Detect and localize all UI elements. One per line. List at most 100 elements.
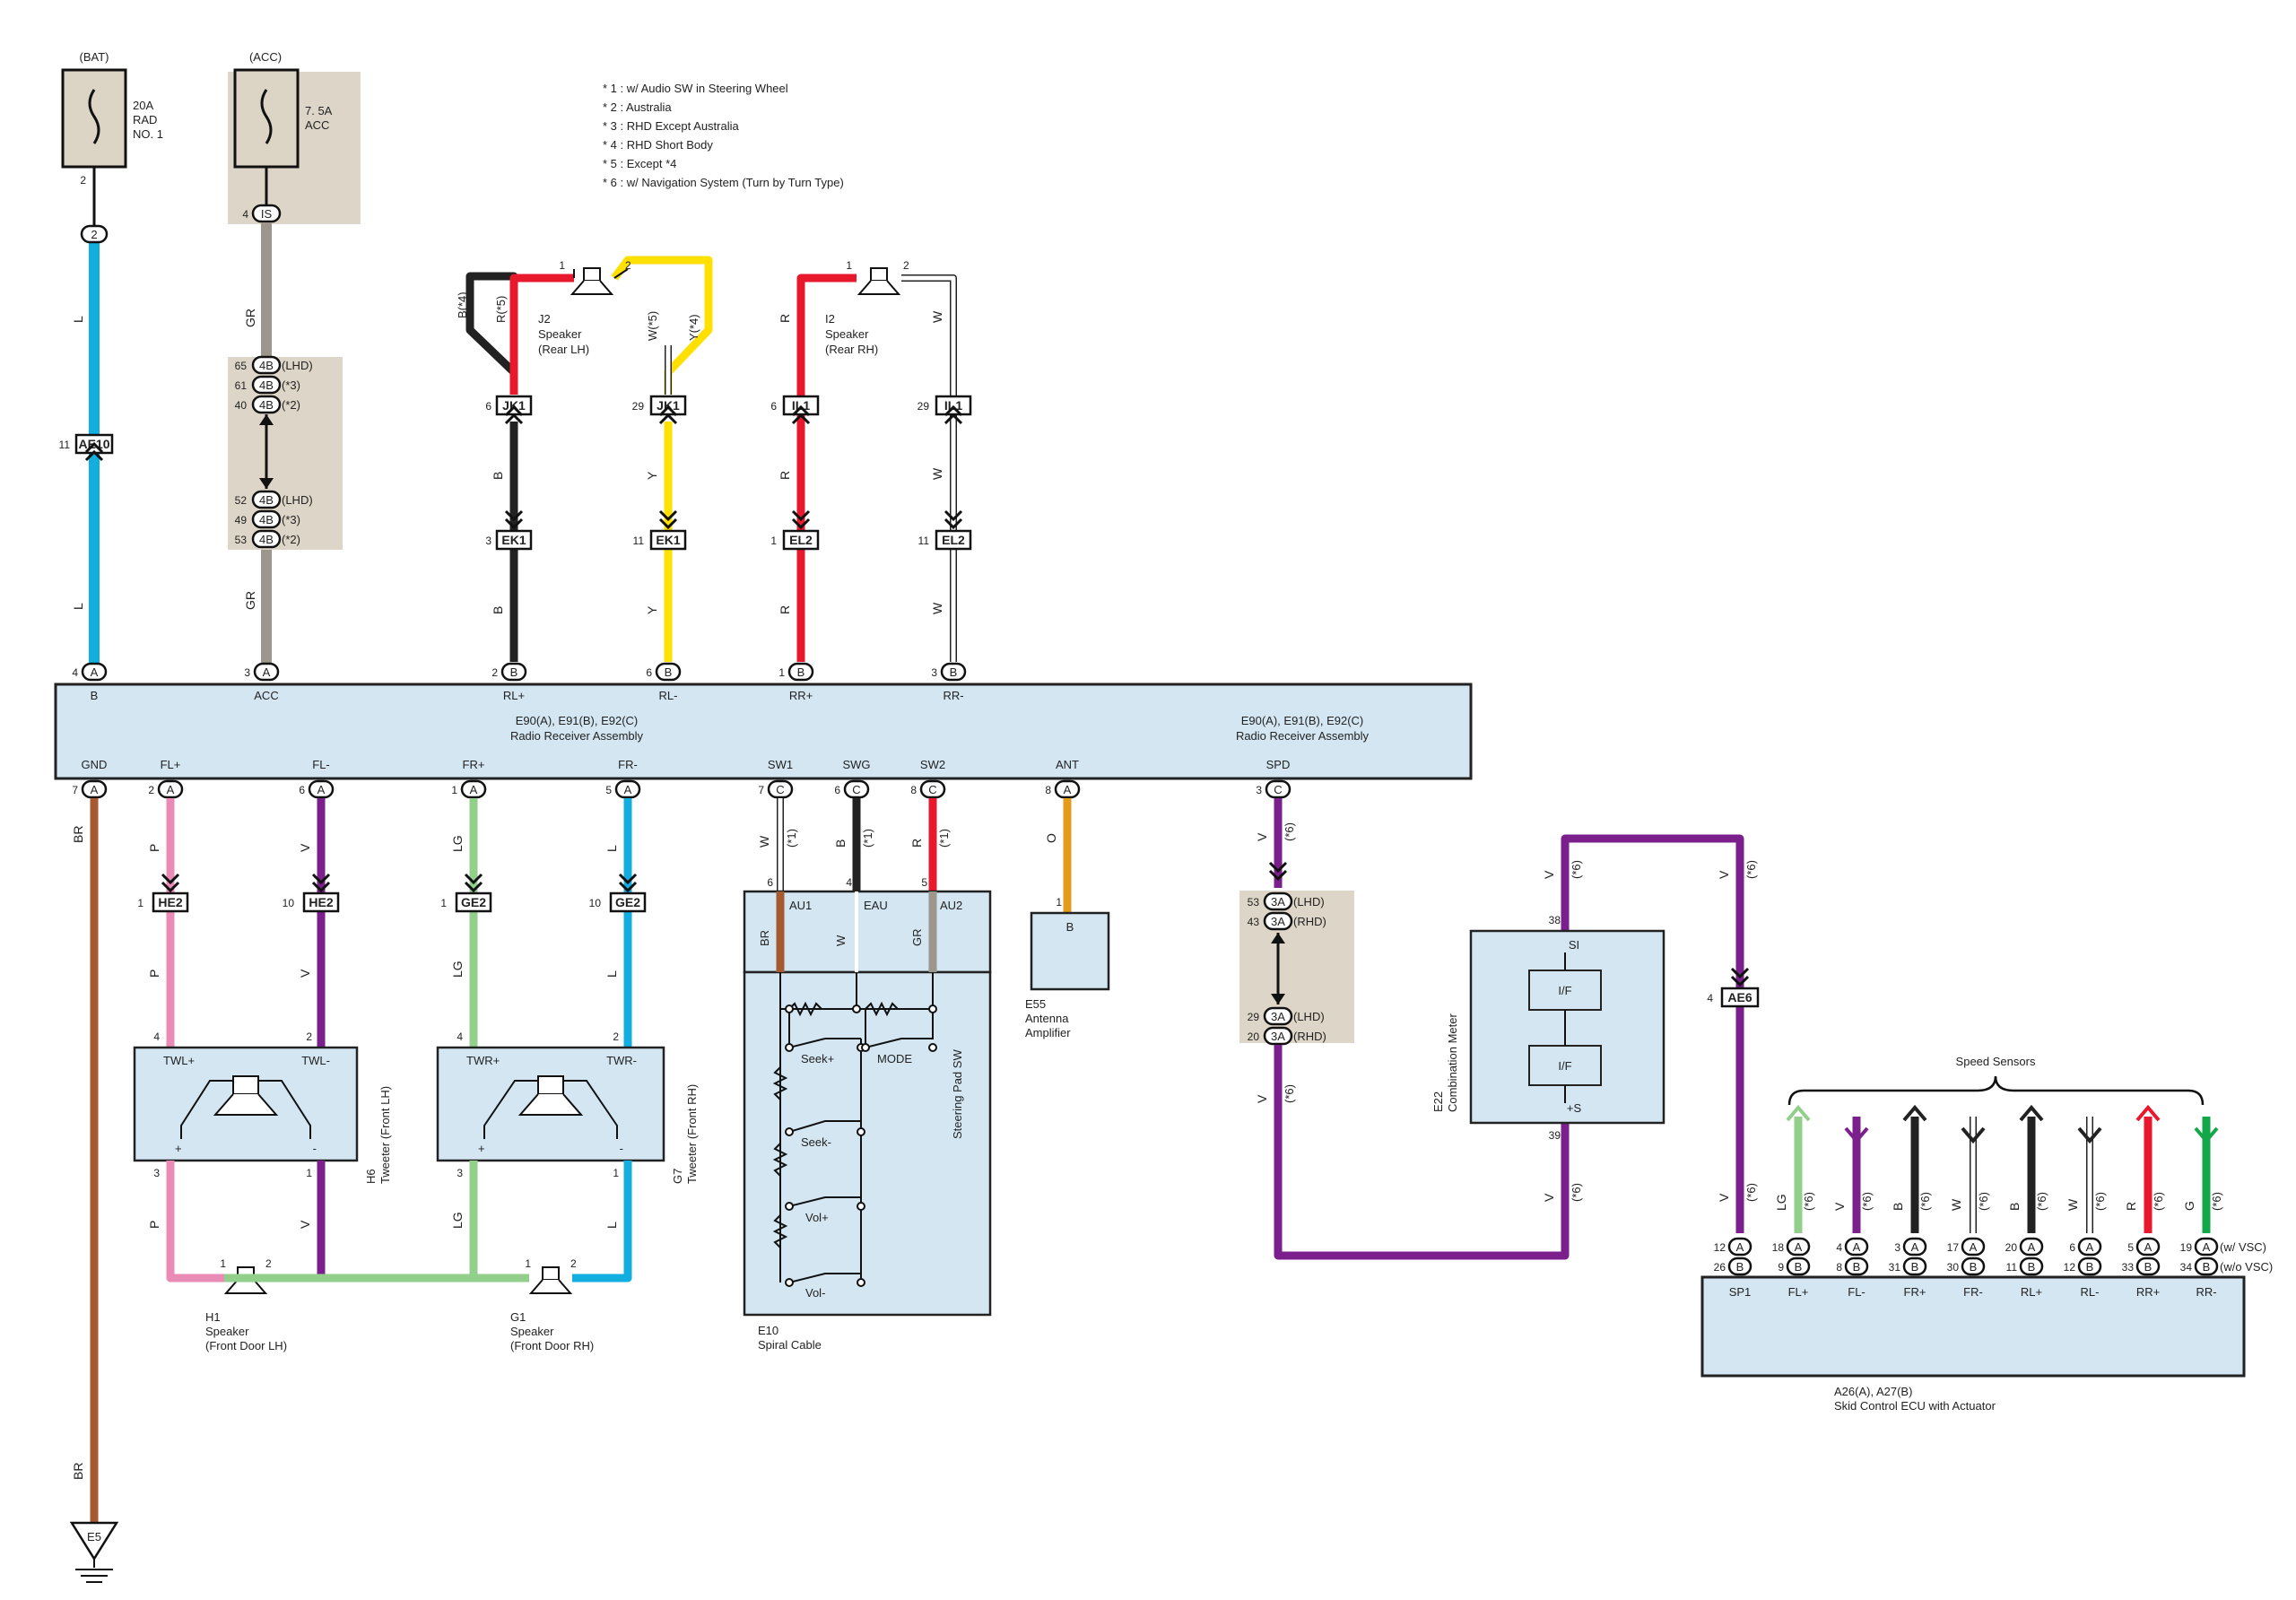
terminal-label: AU2 bbox=[940, 899, 962, 912]
chevron-icon bbox=[504, 413, 524, 425]
note-line: * 6 : w/ Navigation System (Turn by Turn… bbox=[603, 176, 844, 189]
wire-P bbox=[166, 798, 224, 1283]
terminal-label: TWL+ bbox=[163, 1054, 195, 1067]
pin-number: 38 bbox=[1549, 914, 1561, 926]
chevron-icon bbox=[791, 404, 811, 417]
pin-number: 11 bbox=[59, 439, 71, 451]
pin-letter: C bbox=[852, 783, 860, 796]
pin-number: 34 bbox=[2180, 1261, 2193, 1274]
connector-label: HE2 bbox=[158, 895, 182, 909]
component-id: A26(A), A27(B) bbox=[1834, 1385, 1912, 1398]
pin-oval bbox=[1263, 1006, 1293, 1026]
pin-oval bbox=[1844, 1257, 1869, 1276]
wire-color: LG bbox=[450, 1212, 465, 1229]
wire-note: (*6) bbox=[1977, 1192, 1990, 1211]
terminal-label: RR+ bbox=[789, 689, 813, 702]
wire-V bbox=[1561, 834, 1744, 1233]
pin-oval bbox=[251, 509, 282, 529]
pin-oval bbox=[940, 662, 967, 682]
speaker-pos: (Rear LH) bbox=[538, 343, 589, 356]
note-line: * 3 : RHD Except Australia bbox=[603, 119, 739, 133]
pin-oval bbox=[80, 224, 109, 244]
pin-oval bbox=[157, 779, 184, 799]
wire-color: W bbox=[930, 467, 944, 480]
pin-oval bbox=[2194, 1237, 2219, 1257]
pin-letter: 4B bbox=[259, 493, 274, 507]
connector-tag bbox=[935, 529, 972, 551]
pin-letter: B bbox=[950, 665, 958, 679]
pin-letter: 4B bbox=[259, 513, 274, 526]
pin-number: 29 bbox=[918, 400, 930, 413]
pin-number: 2 bbox=[625, 259, 631, 272]
terminal-label: FR+ bbox=[463, 758, 485, 771]
wire-color: W bbox=[2066, 1198, 2080, 1211]
chevron-icon bbox=[944, 509, 963, 522]
wire-P bbox=[166, 1161, 224, 1283]
wire-note: (*6) bbox=[1744, 860, 1758, 879]
pin-number: 1 bbox=[1056, 896, 1062, 909]
speaker-id: I2 bbox=[825, 312, 835, 326]
chevron-icon bbox=[618, 881, 638, 893]
chevron-icon bbox=[618, 873, 638, 885]
wire-white-outline bbox=[901, 274, 957, 662]
pin-oval bbox=[251, 490, 282, 509]
pin-oval bbox=[2194, 1257, 2219, 1276]
component-name: Amplifier bbox=[1025, 1026, 1071, 1039]
arrow-down-icon bbox=[2194, 1126, 2219, 1144]
switch-label: Seek+ bbox=[801, 1052, 834, 1065]
switch-label: MODE bbox=[877, 1052, 912, 1065]
wire-color: GR bbox=[243, 309, 257, 327]
pin-oval bbox=[655, 662, 682, 682]
terminal-label: EAU bbox=[864, 899, 888, 912]
wire-note: (*6) bbox=[1283, 1084, 1296, 1103]
speaker-icon bbox=[570, 267, 614, 295]
pin-oval bbox=[2135, 1257, 2161, 1276]
pin-number: 4 bbox=[72, 666, 78, 679]
pin-number: 4 bbox=[1707, 992, 1713, 1004]
wire-color: P bbox=[147, 1221, 161, 1229]
pin-letter: B bbox=[797, 665, 805, 679]
pin-letter: B bbox=[2144, 1260, 2152, 1274]
variant-label: (*3) bbox=[282, 378, 300, 392]
chevron-icon bbox=[944, 517, 963, 530]
pin-number: 2 bbox=[570, 1257, 577, 1270]
antenna-amplifier bbox=[1030, 911, 1110, 991]
shade-4B bbox=[228, 357, 343, 550]
wire-color: V bbox=[1542, 1193, 1556, 1202]
terminal-label: GND bbox=[82, 758, 108, 771]
terminal-label: FL+ bbox=[161, 758, 181, 771]
pin-number: 19 bbox=[2180, 1241, 2193, 1254]
pin-number: 10 bbox=[589, 897, 602, 909]
supply-label: (ACC) bbox=[249, 50, 282, 64]
pin-number: 7 bbox=[72, 784, 78, 796]
pin-oval bbox=[1844, 1237, 1869, 1257]
pin-number: 18 bbox=[1772, 1241, 1785, 1254]
pin-letter: 3A bbox=[1271, 895, 1285, 909]
pin-number: 2 bbox=[491, 666, 498, 679]
wire-note: (*6) bbox=[1283, 822, 1296, 841]
radio-receiver bbox=[54, 683, 1473, 780]
wire-note: (*6) bbox=[2093, 1192, 2107, 1211]
wire-color: W(*5) bbox=[646, 311, 659, 341]
wire-color: V bbox=[1255, 1094, 1269, 1103]
terminal-label: RL+ bbox=[2021, 1285, 2042, 1299]
arrow-up-icon bbox=[2019, 1104, 2044, 1122]
pin-number: 12 bbox=[2064, 1261, 2076, 1274]
pin-oval bbox=[2077, 1237, 2102, 1257]
pin-number: 6 bbox=[2069, 1241, 2075, 1254]
pin-oval bbox=[1902, 1257, 1927, 1276]
pin-oval bbox=[1727, 1237, 1752, 1257]
pin-letter: A bbox=[1970, 1240, 1978, 1254]
terminal-label: ACC bbox=[254, 689, 278, 702]
tweeter-icon bbox=[213, 1075, 279, 1116]
chevron-icon bbox=[658, 517, 678, 530]
pin-letter: 3A bbox=[1271, 1030, 1285, 1043]
connector-label: AE6 bbox=[1727, 990, 1752, 1004]
pin-number: 1 bbox=[451, 784, 457, 796]
connector-tag bbox=[152, 891, 189, 913]
block-label: I/F bbox=[1558, 1059, 1571, 1073]
component-name: Skid Control ECU with Actuator bbox=[1834, 1399, 1996, 1413]
pin-oval bbox=[2019, 1257, 2044, 1276]
arrow-icon bbox=[1271, 994, 1285, 1004]
pin-letter: A bbox=[91, 665, 99, 679]
